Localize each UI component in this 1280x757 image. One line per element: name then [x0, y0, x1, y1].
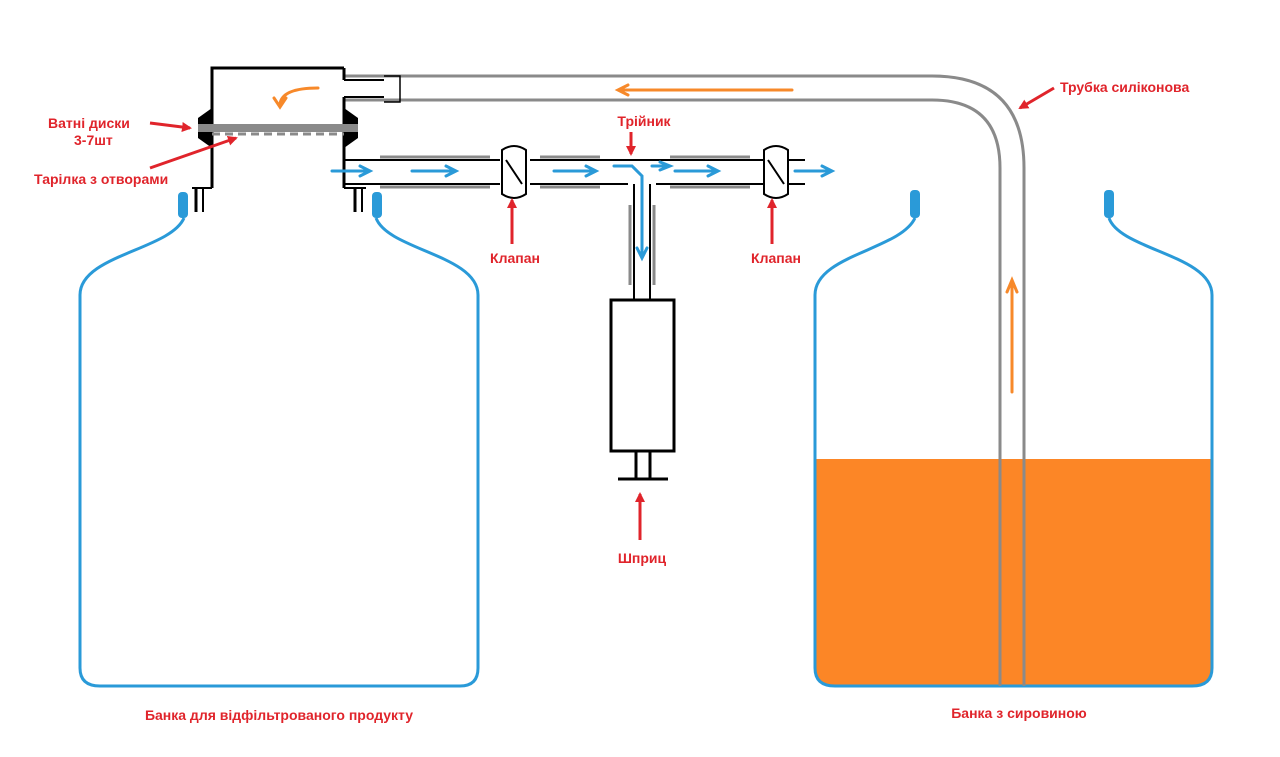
jar-filtered-cap-right	[372, 192, 382, 218]
valve-left	[501, 145, 527, 199]
label-cotton-pads-count: 3-7шт	[74, 132, 113, 148]
jar-filtered-cap-left	[178, 192, 188, 218]
transfer-pipe	[344, 155, 805, 285]
syringe	[609, 298, 676, 481]
jar-raw-cap-right	[1104, 190, 1114, 218]
flow-arrows-blue	[330, 160, 836, 262]
label-pointers	[149, 86, 1055, 540]
label-silicone-tube: Трубка силіконова	[1060, 79, 1190, 95]
flow-arrows-orange	[272, 83, 1019, 394]
label-jar-raw: Банка з сировиною	[951, 705, 1087, 721]
label-jar-filtered: Банка для відфільтрованого продукту	[144, 707, 414, 723]
jar-raw-cap-left	[910, 190, 920, 218]
label-perforated-plate: Тарілка з отворами	[34, 171, 169, 187]
cotton-pads	[198, 124, 358, 132]
label-valve-left: Клапан	[490, 250, 540, 266]
label-syringe: Шприц	[617, 550, 667, 566]
label-cotton-pads: Ватні диски	[48, 115, 130, 131]
jar-raw-outline	[813, 217, 1214, 688]
jar-raw-liquid	[815, 459, 1212, 686]
silicone-tube	[344, 74, 1026, 686]
label-valve-right: Клапан	[751, 250, 801, 266]
jar-filtered	[78, 192, 480, 688]
jar-filtered-outline	[78, 217, 480, 688]
label-tee: Трійник	[617, 113, 671, 129]
valve-right	[763, 145, 789, 199]
tee-branch	[633, 184, 651, 300]
jar-raw	[813, 190, 1214, 688]
